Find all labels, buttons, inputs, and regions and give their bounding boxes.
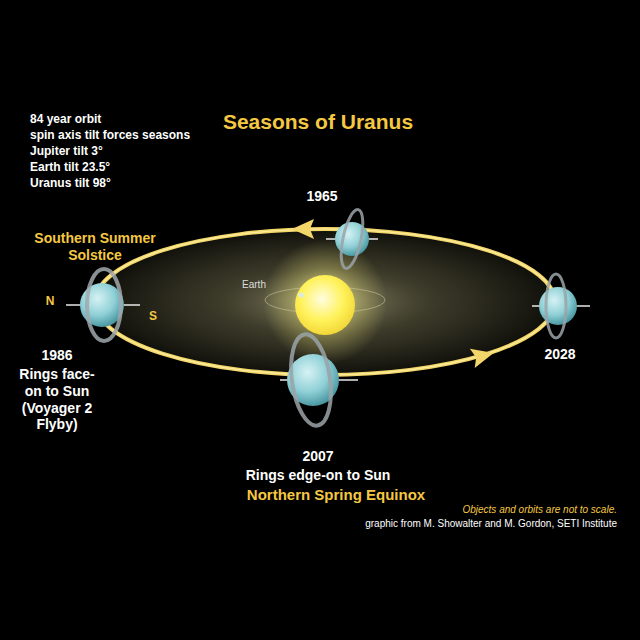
scale-note: Objects and orbits are not to scale. (462, 504, 617, 516)
note: spin axis tilt forces seasons (30, 128, 190, 142)
credit: graphic from M. Showalter and M. Gordon,… (365, 518, 617, 530)
ring-note: Rings edge-on to Sun (246, 467, 391, 484)
note: Jupiter tilt 3° (30, 144, 103, 158)
orbit-arrow (470, 343, 496, 368)
orbit-arrow (292, 219, 314, 239)
sun-glow (263, 240, 387, 364)
year-label: 1986 (41, 347, 72, 364)
uranus-2028 (532, 274, 590, 338)
rings (286, 332, 336, 428)
uranus-2007 (280, 332, 358, 428)
year-label: 1965 (306, 188, 337, 205)
note: Earth tilt 23.5° (30, 160, 110, 174)
year-label: 2028 (544, 346, 575, 363)
pole-label: N (46, 294, 55, 308)
title: Seasons of Uranus (223, 109, 413, 134)
earth (299, 293, 304, 298)
rings (337, 208, 367, 270)
ring-note: Rings face-on to Sun (Voyager 2 Flyby) (16, 366, 98, 433)
planet-label: Earth (242, 279, 266, 291)
sun (295, 275, 355, 335)
season-label: Northern Spring Equinox (247, 486, 425, 504)
orbit-arrowhead (470, 343, 496, 368)
note: Uranus tilt 98° (30, 176, 111, 190)
rings (546, 274, 566, 338)
note: 84 year orbit (30, 112, 101, 126)
year-label: 2007 (302, 448, 333, 465)
uranus-1986 (66, 269, 140, 341)
rings (87, 269, 121, 341)
pole-label: S (149, 309, 157, 323)
season-label: Southern Summer Solstice (30, 230, 160, 264)
uranus-1965 (326, 208, 378, 270)
